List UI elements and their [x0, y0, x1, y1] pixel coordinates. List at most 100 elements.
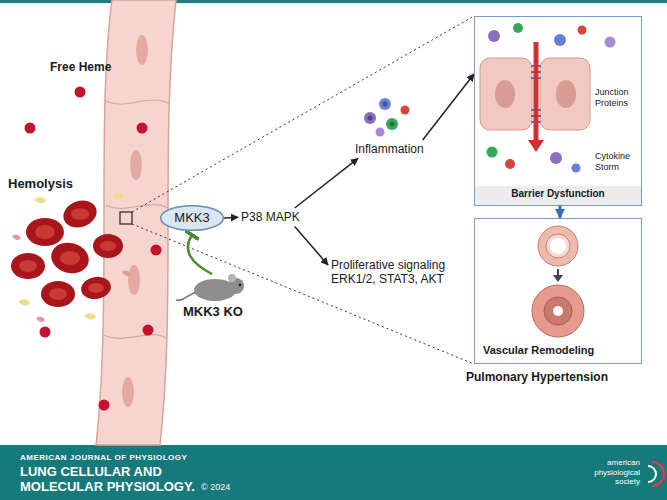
immune-cells: [383, 102, 388, 107]
debris: [112, 193, 124, 200]
top-rule: [0, 0, 667, 3]
zoom-leaders: [132, 224, 474, 364]
signaling-label: Proliferative signaling ERK1/2, STAT3, A…: [328, 256, 468, 289]
vascular-illustration: [546, 234, 570, 258]
free-heme-dots: [143, 325, 154, 336]
society-name: american physiological society: [576, 458, 640, 487]
zoom-leaders: [120, 16, 474, 364]
debris: [12, 193, 131, 323]
immune-cells: [364, 112, 376, 124]
red-blood-cells: [11, 196, 123, 307]
kinase-label: P38 MAPK: [238, 208, 303, 226]
free-heme-dots: [25, 123, 36, 134]
panel-title: Vascular Remodeling: [483, 344, 633, 357]
kinase-ellipse: MKK3: [160, 205, 224, 231]
process-label: Inflammation: [352, 140, 427, 158]
vessel-wall: [106, 205, 168, 209]
free-heme-dots: [137, 123, 148, 134]
knockout-mouse-text: MKK3 KO: [183, 304, 243, 320]
free-heme-dots: [99, 400, 110, 411]
vascular-illustration: [550, 238, 566, 254]
zoom-leaders: [120, 212, 132, 224]
cytokine-label: Cytokine Storm: [595, 151, 639, 173]
kinase-ellipse-text: MKK3: [174, 210, 209, 226]
heme-label: Free Heme: [50, 60, 111, 74]
barrier-illustration: [480, 58, 532, 130]
connector: [559, 206, 562, 218]
barrier-panel: Junction ProteinsCytokine StormBarrier D…: [474, 16, 642, 206]
barrier-illustration: [513, 23, 523, 33]
society-logo: [648, 462, 664, 486]
society-logo: [652, 462, 664, 486]
barrier-illustration: [488, 30, 500, 42]
process-label-text: Inflammation: [355, 142, 424, 156]
vessel-wall: [128, 265, 140, 295]
vessel-wall: [136, 35, 148, 65]
debris: [34, 197, 46, 204]
debris: [36, 316, 45, 322]
debris: [84, 313, 96, 320]
immune-cells: [390, 122, 395, 127]
barrier-illustration: [550, 152, 562, 164]
journal-name: AMERICAN JOURNAL OF PHYSIOLOGY: [20, 453, 187, 463]
red-blood-cells: [71, 208, 89, 220]
red-blood-cells: [11, 253, 45, 279]
hemolysis-label: Hemolysis: [8, 176, 73, 192]
connector: [224, 216, 238, 218]
red-blood-cells: [48, 239, 92, 278]
mouse-icon: [176, 274, 244, 301]
red-blood-cells: [41, 281, 75, 307]
mouse-icon: [176, 292, 196, 300]
footer-band: [0, 445, 667, 500]
barrier-illustration: [487, 147, 498, 158]
barrier-illustration: [505, 159, 515, 169]
debris: [12, 234, 21, 240]
vessel-wall: [104, 100, 170, 104]
barrier-illustration: [475, 23, 641, 205]
debris: [122, 270, 131, 276]
vessel-wall: [130, 150, 142, 180]
barrier-illustration: [605, 37, 616, 48]
connector: [295, 226, 328, 265]
connector: [423, 74, 474, 140]
vascular-illustration: [538, 226, 578, 266]
red-blood-cells: [26, 218, 64, 246]
knockout-mouse: MKK3 KO: [180, 270, 246, 322]
immune-cells: [364, 98, 410, 137]
disease-label: Pulmonary Hypertension: [466, 370, 608, 384]
vascular-illustration: [544, 297, 572, 325]
red-blood-cells: [35, 225, 55, 239]
immune-cells: [368, 116, 373, 121]
zoom-leaders: [132, 16, 474, 212]
society-logo: [648, 466, 656, 482]
red-blood-cells: [60, 251, 80, 265]
barrier-illustration: [528, 140, 544, 152]
mouse-icon: [239, 284, 242, 287]
debris: [18, 299, 30, 306]
red-blood-cells: [100, 241, 116, 251]
immune-cells: [379, 98, 391, 110]
barrier-illustration: [578, 26, 587, 35]
vascular-illustration: [532, 226, 584, 337]
signaling-label-text: Proliferative signaling ERK1/2, STAT3, A…: [331, 258, 465, 287]
junction-label: Junction Proteins: [595, 87, 639, 109]
free-heme-dots: [40, 327, 51, 338]
barrier-illustration: [556, 80, 576, 108]
copyright: © 2024: [201, 482, 230, 493]
free-heme-dots: [25, 87, 162, 411]
barrier-illustration: [475, 186, 641, 205]
barrier-illustration: [554, 34, 566, 46]
connector: [295, 158, 358, 208]
ellipse-outline: [161, 206, 224, 231]
red-blood-cells: [49, 288, 67, 300]
connector: [188, 235, 212, 274]
vessel-wall: [122, 377, 134, 407]
barrier-illustration: [540, 58, 590, 130]
free-heme-dots: [75, 87, 86, 98]
panel-title: Barrier Dysfunction: [475, 188, 641, 200]
mouse-icon: [228, 274, 236, 282]
vascular-illustration: [553, 275, 563, 282]
